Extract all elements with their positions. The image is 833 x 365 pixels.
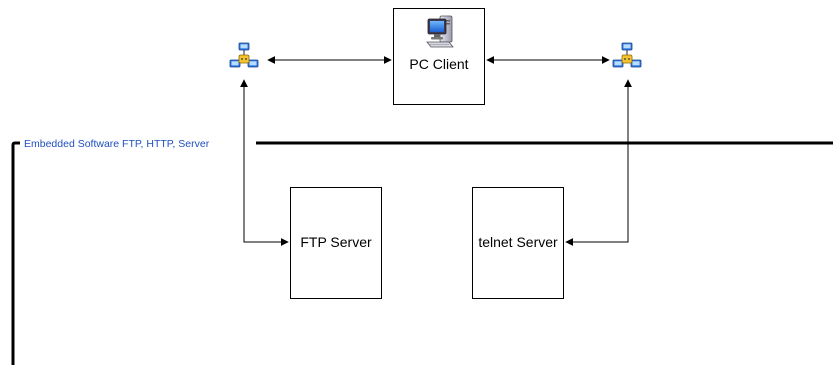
ftp-server-label: FTP Server	[300, 234, 372, 250]
ftp-server-box	[290, 187, 382, 299]
computer-icon	[426, 15, 454, 48]
telnet-server-box	[472, 187, 564, 299]
group-boundary	[11, 141, 20, 365]
connector-right-net-to-telnet	[565, 79, 632, 246]
telnet-server-label: telnet Server	[478, 234, 558, 250]
pc-client-label: PC Client	[409, 56, 468, 72]
network-icon	[612, 42, 642, 68]
group-label: Embedded Software FTP, HTTP, Server	[24, 138, 210, 150]
connector-left-net-to-ftp	[240, 79, 289, 246]
network-icon	[229, 42, 259, 68]
